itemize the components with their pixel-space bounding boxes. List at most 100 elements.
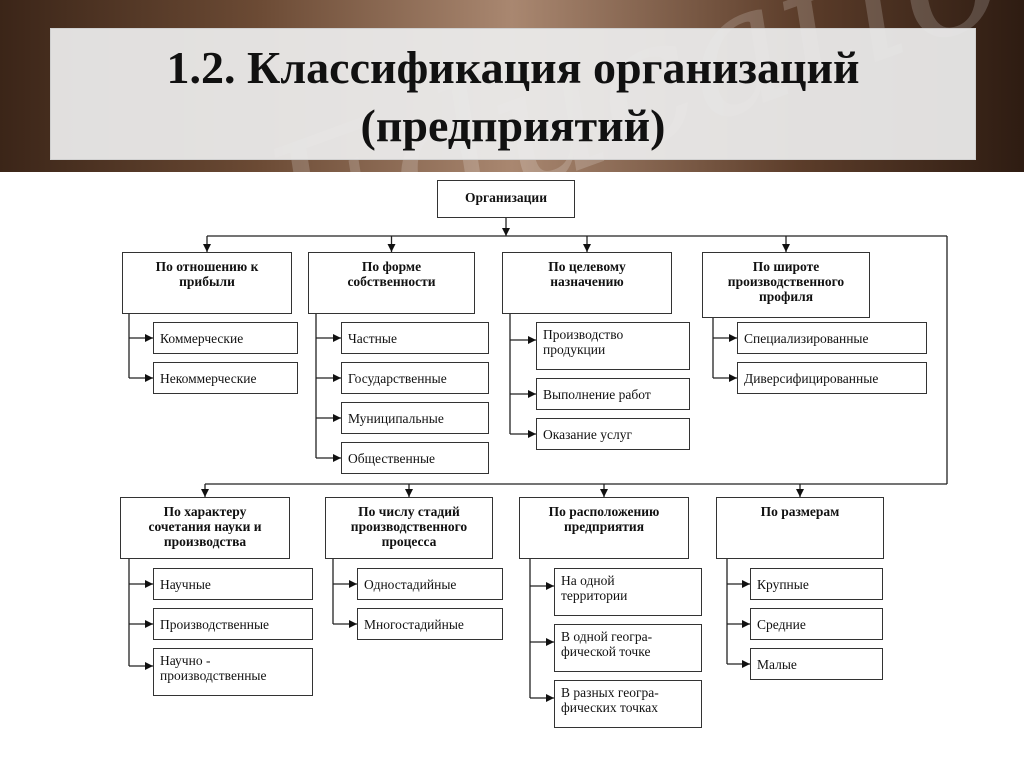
arrow-right-icon [333, 414, 341, 422]
text-line: На одной [561, 573, 615, 588]
text-line: В разных геогра- [561, 685, 659, 700]
text-line: По целевому [548, 259, 626, 274]
text-line: производственные [160, 668, 267, 683]
category-item-text: Частные [348, 331, 397, 346]
arrow-down-icon [782, 244, 790, 252]
category-item-text: Выполнение работ [543, 387, 651, 402]
category-item: Специализированные [737, 322, 927, 354]
arrow-right-icon [546, 694, 554, 702]
arrow-right-icon [333, 454, 341, 462]
arrow-down-icon [387, 244, 396, 252]
category-item-text: Производственные [160, 617, 269, 632]
category-item: Научно -производственные [153, 648, 313, 696]
category-item-text: Научные [160, 577, 211, 592]
category-item-text: Муниципальные [348, 411, 444, 426]
text-line: Малые [757, 656, 797, 672]
arrow-right-icon [742, 580, 750, 588]
arrow-right-icon [145, 620, 153, 628]
text-line: Выполнение работ [543, 386, 651, 402]
category-item: Малые [750, 648, 883, 680]
text-line: Одностадийные [364, 576, 457, 592]
category-item: Общественные [341, 442, 489, 474]
category-item-text: Диверсифицированные [744, 371, 878, 386]
text-line: производства [163, 534, 247, 549]
arrow-right-icon [528, 336, 536, 344]
text-line: сочетания науки и [148, 519, 262, 534]
category-item: Производственные [153, 608, 313, 640]
arrow-down-icon [502, 228, 510, 236]
text-line: Диверсифицированные [744, 370, 879, 386]
category-item: Крупные [750, 568, 883, 600]
category-item-text: Общественные [348, 451, 435, 466]
text-line: фических точках [561, 700, 658, 715]
category-item-text: В разных геогра-фических точках [561, 685, 659, 715]
text-line: Общественные [348, 450, 436, 466]
text-line: По размерам [760, 504, 840, 519]
category-item-text: Одностадийные [364, 577, 456, 592]
text-line: По расположению [548, 504, 660, 519]
text-line: По числу стадий [358, 504, 460, 519]
arrow-right-icon [528, 430, 536, 438]
text-line: назначению [550, 274, 624, 289]
category-item: В одной геогра-фической точке [554, 624, 702, 672]
text-line: прибыли [179, 274, 235, 289]
title-banner: Education 1.2. Классификация организаций… [0, 0, 1024, 172]
arrow-down-icon [600, 489, 608, 497]
text-line: Научно - [160, 653, 211, 668]
category-box-text: По размерам [717, 504, 883, 519]
text-line: По характеру [163, 504, 247, 519]
text-line: Частные [348, 330, 397, 346]
text-line: территории [561, 588, 628, 603]
arrow-right-icon [729, 334, 737, 342]
arrow-right-icon [333, 334, 341, 342]
text-line: Средние [757, 616, 806, 632]
text-line: продукции [543, 342, 606, 357]
arrow-right-icon [145, 662, 153, 670]
text-line: Производство [543, 327, 624, 342]
category-item: Государственные [341, 362, 489, 394]
text-line: производственного [350, 519, 468, 534]
category-item: В разных геогра-фических точках [554, 680, 702, 728]
arrow-down-icon [583, 244, 591, 252]
text-line: профиля [758, 289, 814, 304]
page-title: 1.2. Классификация организаций [166, 42, 860, 93]
page-subtitle: (предприятий) [360, 100, 666, 151]
root-box: Организации [437, 180, 575, 218]
category-item-text: Средние [757, 617, 806, 632]
arrow-right-icon [546, 582, 554, 590]
arrow-right-icon [546, 638, 554, 646]
text-line: Государственные [348, 370, 447, 386]
category-item: Выполнение работ [536, 378, 690, 410]
arrow-right-icon [349, 620, 357, 628]
category-item: Многостадийные [357, 608, 503, 640]
arrow-down-icon [201, 489, 209, 497]
text-line: собственности [347, 274, 436, 289]
text-line: предприятия [563, 519, 644, 534]
text-line: процесса [381, 534, 437, 549]
arrow-down-icon [796, 489, 804, 497]
root-label: Организации [465, 190, 547, 205]
arrow-right-icon [349, 580, 357, 588]
text-line: По форме [361, 259, 422, 274]
category-item-text: Специализированные [744, 331, 869, 346]
category-item-text: Некоммерческие [160, 371, 256, 386]
text-line: Муниципальные [348, 410, 444, 426]
text-line: фической точке [561, 644, 651, 659]
arrow-right-icon [742, 660, 750, 668]
text-line: Научные [160, 576, 211, 592]
category-item-text: Коммерческие [160, 331, 243, 346]
category-item-text: Научно -производственные [160, 653, 266, 683]
category-item: Некоммерческие [153, 362, 298, 394]
arrow-right-icon [333, 374, 341, 382]
